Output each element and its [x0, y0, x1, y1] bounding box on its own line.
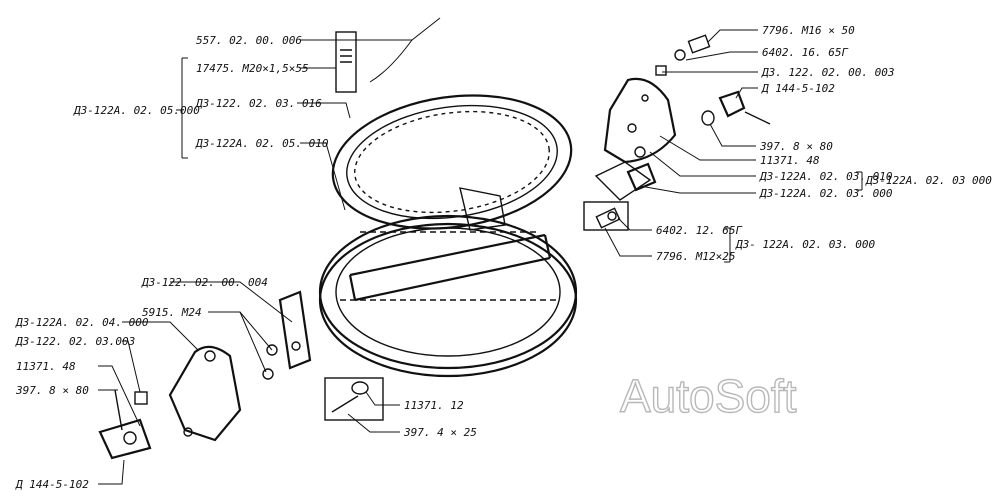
- label-11371-12: 11371. 12: [404, 399, 464, 412]
- label-d3-122-02-00-003: Д3. 122. 02. 00. 003: [761, 66, 894, 79]
- label-d144-5-102-right: Д 144-5-102: [761, 82, 835, 95]
- label-d3-122a-02-03-010: Д3-122А. 02. 03. 010: [759, 170, 893, 183]
- label-17475-m20: 17475. M20×1,5×55: [196, 62, 309, 75]
- label-d144-5-102-left: Д 144-5-102: [15, 478, 89, 491]
- left-bracket-assembly: [98, 290, 312, 460]
- label-d3-122a-02-03-000-group: Д3-122А. 02. 03 000: [865, 174, 992, 187]
- leader-lines: [98, 17, 863, 485]
- label-7796-m12x25: 7796. М12×25: [656, 250, 735, 263]
- label-d3-122a-02-05-000: Д3-122А. 02. 05.000: [73, 104, 200, 117]
- label-557-02-00-006: 557. 02. 00. 006: [196, 34, 302, 47]
- part-labels: 557. 02. 00. 006 17475. M20×1,5×55 Д3-12…: [15, 24, 992, 491]
- label-d3-122a-02-03-000: Д3-122А. 02. 03. 000: [759, 187, 893, 200]
- label-397-8x80-left: 397. 8 × 80: [15, 384, 89, 397]
- label-397-4x25: 397. 4 × 25: [403, 426, 477, 439]
- bottom-bolt-group: [324, 31, 629, 421]
- label-6402-16-65g: 6402. 16. 65Г: [762, 46, 848, 59]
- watermark: AutoSoft: [620, 370, 797, 422]
- label-d3-122-02-00-004: Д3-122. 02. 00. 004: [141, 276, 268, 289]
- label-d3-122-02-03-016: Д3-122. 02. 03. 016: [195, 97, 322, 110]
- label-d3-122-02-03-003: Д3-122. 02. 03.003: [15, 335, 135, 348]
- label-5915-m24: 5915. М24: [142, 306, 202, 319]
- right-bracket-assembly: [594, 34, 771, 229]
- label-d3-122a-02-03-000-lower: Д3- 122А. 02. 03. 000: [735, 238, 875, 251]
- toothed-ring-upper: [331, 94, 573, 230]
- main-frame-ring: [318, 187, 578, 378]
- label-397-8x80-right: 397. 8 × 80: [759, 140, 833, 153]
- label-d3-122a-02-04-000: Д3-122А. 02. 04. 000: [15, 316, 149, 329]
- label-6402-12-65g: 6402. 12. 65Г: [656, 224, 742, 237]
- label-11371-48-right: 11371. 48: [760, 154, 820, 167]
- label-7796-m16x50: 7796. М16 × 50: [762, 24, 855, 37]
- label-11371-48-left: 11371. 48: [16, 360, 76, 373]
- label-d3-122a-02-05-010: Д3-122А. 02. 05. 010: [195, 137, 329, 150]
